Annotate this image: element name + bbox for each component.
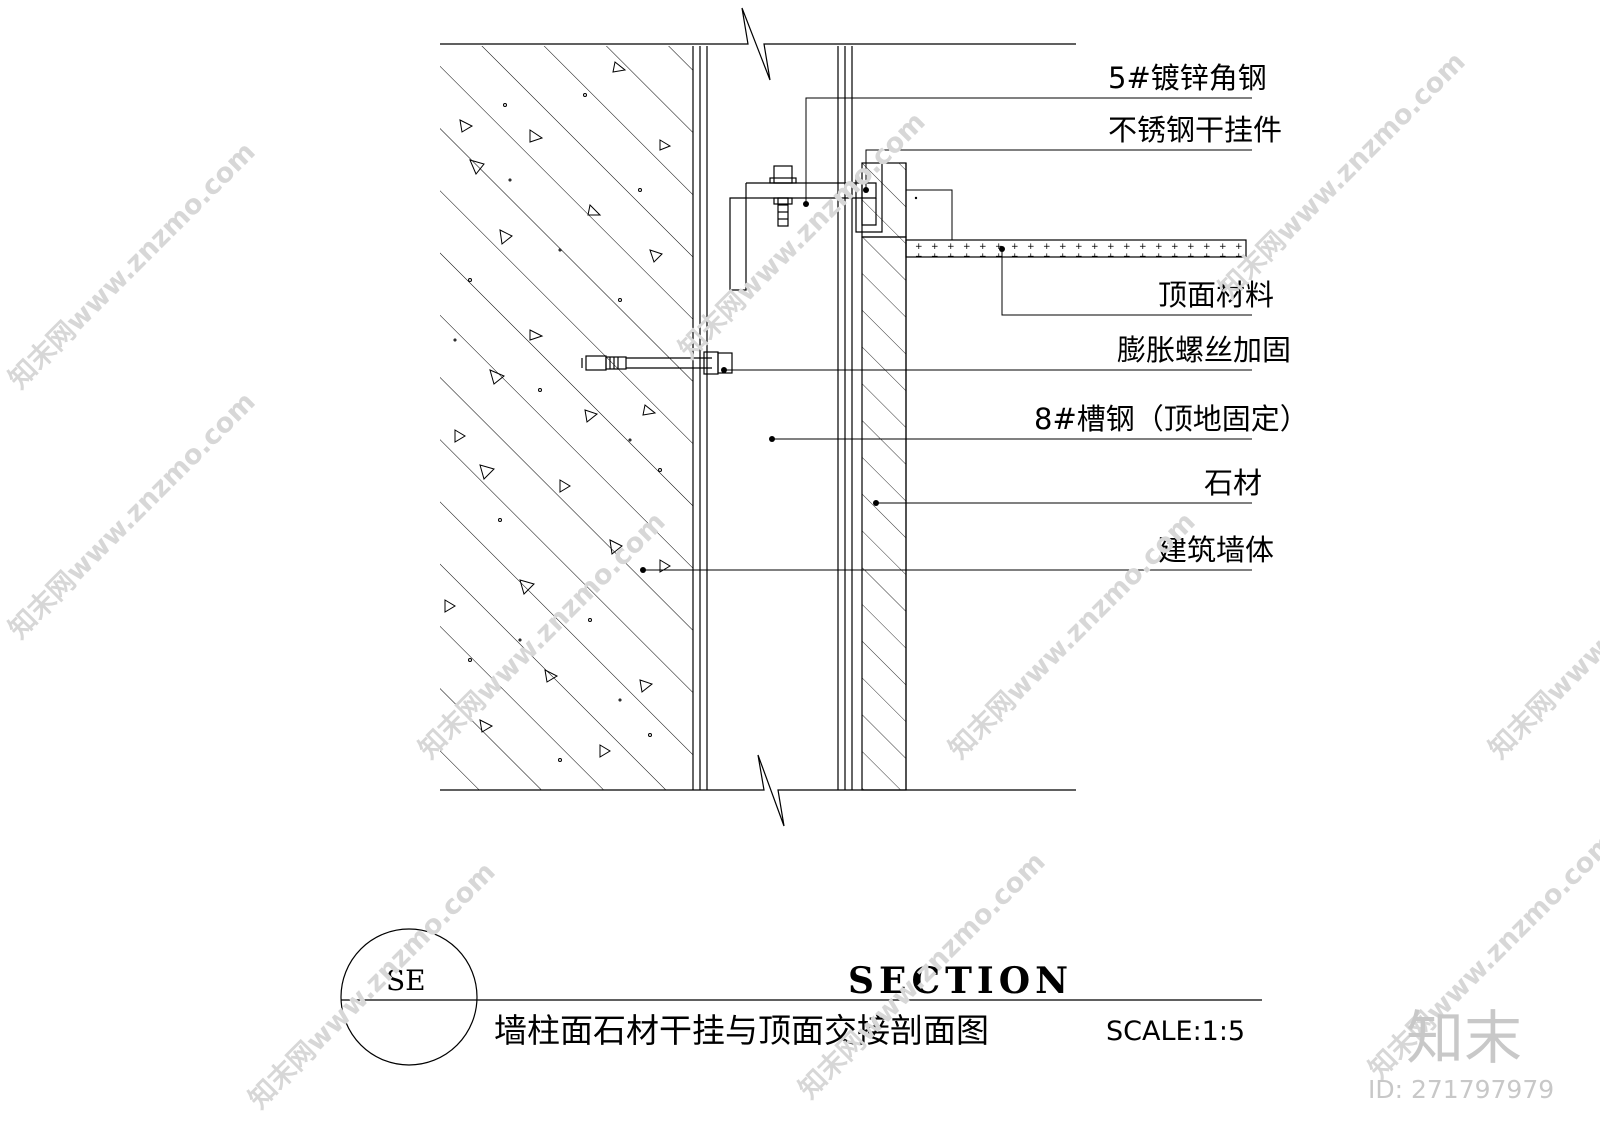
channel-steel <box>699 46 853 790</box>
watermark-text: 知末网www.znzmo.com <box>1483 506 1600 765</box>
watermark-text: 知末网www.znzmo.com <box>243 856 502 1115</box>
concrete-aggregate <box>444 61 672 762</box>
expansion-bolt <box>581 351 733 375</box>
label-channel-steel: 8#槽钢（顶地固定） <box>1034 402 1309 436</box>
label-building-wall: 建筑墙体 <box>1158 533 1274 567</box>
watermark-logo: 知末 <box>1406 1004 1522 1072</box>
title-block: SE SECTION 墙柱面石材干挂与顶面交接剖面图 SCALE:1:5 <box>340 928 1262 1066</box>
angle-steel-bracket <box>729 163 883 291</box>
watermarks: 知末网www.znzmo.com 知末网www.znzmo.com 知末网www… <box>3 46 1600 1115</box>
building-wall <box>440 46 694 790</box>
leader-lines <box>643 97 1252 571</box>
leader-dots <box>640 187 1005 573</box>
watermark-text: 知末网www.znzmo.com <box>3 386 262 645</box>
label-dry-hanger: 不锈钢干挂件 <box>1108 113 1282 147</box>
label-ceiling-material: 顶面材料 <box>1158 278 1274 312</box>
stone-panel <box>861 162 907 791</box>
section-heading: SECTION <box>848 960 1073 1002</box>
label-angle-steel: 5#镀锌角钢 <box>1108 61 1267 95</box>
section-symbol-circle <box>340 928 478 1066</box>
ceiling-board <box>905 189 1247 258</box>
drawing-scale: SCALE:1:5 <box>1106 1016 1245 1047</box>
watermark-id: ID: 271797979 <box>1368 1075 1554 1104</box>
drawing-title: 墙柱面石材干挂与顶面交接剖面图 <box>494 1011 989 1050</box>
watermark-text: 知末网www.znzmo.com <box>3 136 262 395</box>
section-symbol: SE <box>386 964 426 997</box>
watermark-text: 知末网www.znzmo.com <box>943 506 1202 765</box>
boundary-lines <box>440 7 1076 827</box>
label-stone: 石材 <box>1204 466 1262 500</box>
label-expansion-bolt: 膨胀螺丝加固 <box>1117 333 1291 367</box>
